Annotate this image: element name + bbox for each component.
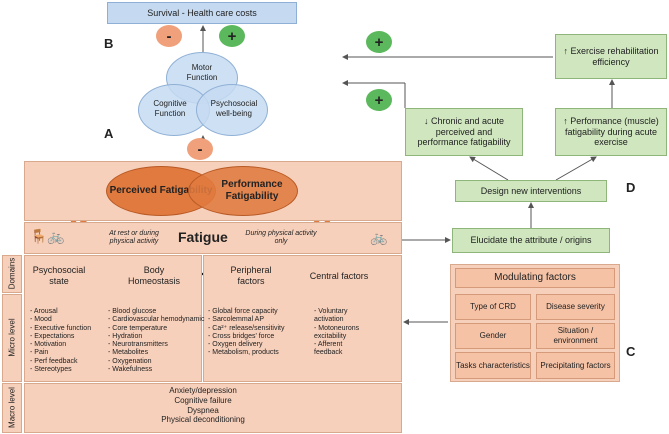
plus-sign-upper: + [366, 31, 392, 53]
chronic-acute-text: ↓ Chronic and acute perceived and perfor… [417, 115, 511, 148]
domain-body-homeostasis: Body Homeostasis [127, 265, 181, 286]
side-micro-box [2, 294, 22, 382]
side-macro-label: Macro level [7, 387, 17, 428]
domain-peripheral: Peripheral factors [230, 265, 272, 286]
list-item: - Cross bridges' force [208, 332, 275, 340]
list-item: - Mood [30, 316, 52, 324]
venn-psychosocial-label: Psychosocial well-being [210, 99, 258, 118]
list-item: - Arousal [30, 308, 58, 315]
list-item: - Sarcolemmal AP [208, 316, 265, 324]
label-a: A [104, 126, 114, 141]
side-domains-label: Domains [7, 257, 17, 290]
list-item: - Oxygen delivery [208, 341, 263, 348]
side-macro-box [2, 383, 22, 433]
bike-icon: 🚲 [370, 229, 388, 245]
domain-central: Central factors [309, 270, 369, 281]
fatigue-title: Fatigue [178, 229, 228, 245]
design-interventions-box: Design new interventions [455, 180, 607, 202]
list-item: - Voluntary activation [314, 308, 348, 324]
elucidate-box: Elucidate the attribute / origins [452, 228, 610, 253]
list-item: - Wakefulness [108, 365, 153, 373]
macro-panel [24, 383, 402, 433]
list-item: - Metabolites [108, 349, 149, 357]
venn-motor-label: Motor Function [186, 63, 218, 82]
label-d: D [626, 180, 636, 195]
exercise-rehab-text: ↑ Exercise rehabilitation efficiency [563, 45, 659, 67]
list-item: - Afferent feedback [314, 341, 343, 357]
list-item: - Motoneurons excitability [314, 324, 360, 340]
list-item: - Stereotypes [30, 365, 72, 373]
fatigue-row [24, 222, 402, 254]
fatigue-left-note: At rest or during physical activity [109, 229, 159, 245]
modulating-title-text: Modulating factors [494, 272, 576, 283]
list-item: - Metabolism, products [208, 349, 279, 357]
list-item: Dyspnea [187, 405, 219, 415]
micro-list-body: - Blood glucose - Cardiovascular hemodyn… [108, 308, 204, 374]
list-item: - Cardiovascular hemodynamic [108, 316, 205, 324]
list-item: - Executive function [30, 324, 92, 332]
micro-list-peripheral: - Global force capacity - Sarcolemmal AP… [208, 308, 284, 358]
modulating-item: Precipitating factors [536, 352, 615, 379]
rest-bike-icon: 🪑🚲 [30, 228, 65, 244]
minus-sign-a: - [187, 138, 213, 160]
plus-sign-lower: + [366, 89, 392, 111]
list-item: - Perf feedback [30, 357, 78, 365]
venn-cognitive-label: Cognitive Function [153, 99, 187, 118]
modulating-item: Gender [455, 323, 531, 349]
modulating-item: Type of CRD [455, 294, 531, 320]
side-micro-label: Micro level [7, 318, 17, 357]
performance-fatigability-ellipse: Performance Fatigability [188, 166, 298, 216]
list-item: - Core temperature [108, 324, 168, 332]
modulating-item: Situation / environment [536, 323, 615, 349]
elucidate-text: Elucidate the attribute / origins [470, 235, 592, 246]
left-domain-panel [24, 255, 202, 382]
performance-fatigability-label: Performance Fatigability [221, 179, 283, 202]
list-item: - Neurotransmitters [108, 341, 168, 348]
label-b: B [104, 36, 114, 51]
fatigue-right-note: During physical activity only [245, 229, 317, 245]
right-domain-panel [203, 255, 402, 382]
list-item: Cognitive failure [174, 395, 232, 405]
chronic-acute-box: ↓ Chronic and acute perceived and perfor… [405, 108, 523, 156]
survival-costs-text: Survival - Health care costs [147, 7, 257, 18]
domain-psychosocial: Psychosocial state [32, 265, 86, 286]
modulating-item: Disease severity [536, 294, 615, 320]
side-domains-box [2, 255, 22, 293]
venn-psychosocial-circle [196, 84, 268, 136]
exercise-rehab-box: ↑ Exercise rehabilitation efficiency [555, 34, 667, 79]
list-item: Physical deconditioning [161, 415, 245, 425]
list-item: - Oxygenation [108, 357, 152, 365]
performance-muscle-box: ↑ Performance (muscle) fatigability duri… [555, 108, 667, 156]
perceived-fatigability-label: Perceived Fatigability [109, 185, 213, 196]
list-item: - Blood glucose [108, 308, 157, 315]
plus-sign-b: + [219, 25, 245, 47]
micro-list-psychosocial: - Arousal - Mood - Executive function - … [30, 308, 91, 374]
list-item: - Hydration [108, 332, 143, 340]
modulating-title: Modulating factors [455, 268, 615, 288]
survival-costs-box: Survival - Health care costs [107, 2, 297, 24]
list-item: - Global force capacity [208, 308, 278, 315]
design-interventions-text: Design new interventions [480, 185, 582, 196]
list-item: - Ca²⁺ release/sensitivity [208, 324, 285, 332]
micro-list-central: - Voluntary activation - Motoneurons exc… [314, 308, 372, 358]
minus-sign-b: - [156, 25, 182, 47]
list-item: - Pain [30, 349, 49, 357]
list-item: - Motivation [30, 341, 67, 348]
macro-list: Anxiety/depression Cognitive failure Dys… [110, 386, 296, 425]
list-item: - Expectations [30, 332, 75, 340]
modulating-item: Tasks characteristics [455, 352, 531, 379]
list-item: Anxiety/depression [169, 386, 237, 395]
performance-muscle-text: ↑ Performance (muscle) fatigability duri… [563, 115, 659, 148]
label-c: C [626, 344, 636, 359]
